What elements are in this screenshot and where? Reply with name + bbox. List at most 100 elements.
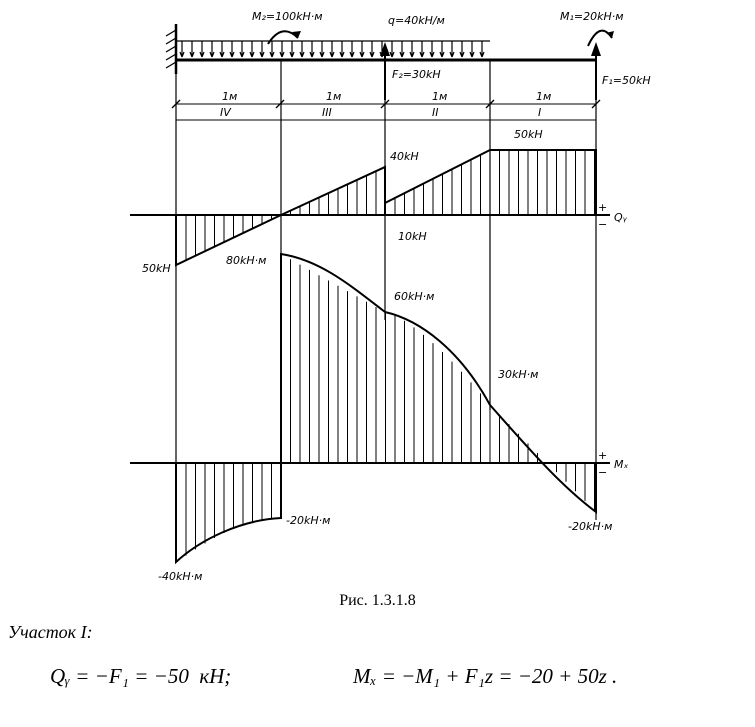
load-arrow-tip [199,51,203,58]
load-arrow-tip [279,51,283,58]
load-arrow-tip [311,51,315,58]
load-arrow-tip [361,51,365,58]
m-label-neg20-right: -20kH·м [568,520,612,533]
load-arrow-tip [209,51,213,58]
load-arrow-tip [481,51,485,58]
load-arrow-tip [189,51,193,58]
load-arrow-tip [351,51,355,58]
load-arrow-tip [321,51,325,58]
load-arrow-tip [271,51,275,58]
m-curve [175,252,597,565]
segment-number-4: I [538,106,541,119]
load-arrow-tip [239,51,243,58]
segment-length-4: 1м [536,90,551,103]
load-arrow-tip [251,51,255,58]
q-curve [175,149,597,267]
force-f2-arrowhead [380,42,390,56]
load-arrow-tip [249,51,253,58]
figure-caption: Рис. 1.3.1.8 [339,592,416,609]
load-arrow-tip [231,51,235,58]
load-arrow-tip [319,51,323,58]
label-m1: M₁=20kH·м [560,10,624,23]
m-label-60: 60kH·м [394,290,434,303]
load-arrow-tip [461,51,465,58]
load-arrow-tip [221,51,225,58]
load-arrow-tip [201,51,205,58]
load-arrow-tip [411,51,415,58]
label-f1: F₁=50kH [602,74,651,87]
load-arrow-tip [289,51,293,58]
load-arrow-tip [449,51,453,58]
segment-length-2: 1м [326,90,341,103]
load-arrow-tip [219,51,223,58]
m-axis-label: Mₓ [614,458,628,471]
segment-length-3: 1м [432,90,447,103]
segment-number-3: II [432,106,439,119]
segment-number-2: III [322,106,332,119]
load-arrow-tip [359,51,363,58]
load-arrow-tip [211,51,215,58]
load-arrow-tip [341,51,345,58]
m-label-neg40: -40kH·м [158,570,202,583]
label-m2: M₂=100kH·м [252,10,323,23]
load-arrow-tip [451,51,455,58]
load-arrow-tip [349,51,353,58]
load-arrow-tip [401,51,405,58]
load-arrow-tip [421,51,425,58]
load-arrow-tip [399,51,403,58]
load-arrow-tip [299,51,303,58]
m-sign-minus: − [598,466,607,479]
load-arrow-tip [241,51,245,58]
segment-length-1: 1м [222,90,237,103]
dimension-line [176,103,596,121]
load-arrow-tip [261,51,265,58]
m-sign-plus: + [598,449,607,462]
fixed-support [165,24,178,74]
label-f2: F₂=30kH [392,68,441,81]
load-arrow-tip [471,51,475,58]
q-label-50-bottom: 50kH [142,262,171,275]
load-arrow-tip [191,51,195,58]
load-arrow-tip [301,51,305,58]
q-label-50-top: 50kH [514,128,543,141]
load-arrow-tip [269,51,273,58]
load-arrow-tip [431,51,435,58]
q-axis-label: Qᵧ [614,211,628,224]
q-sign-minus: − [598,218,607,231]
load-arrow-tip [259,51,263,58]
moment-m2-arrow [267,30,299,45]
load-arrow-tip [281,51,285,58]
load-arrow-tip [459,51,463,58]
load-arrow-tip [179,51,183,58]
force-f1-arrowhead [591,42,601,56]
segment-number-1: IV [220,106,232,119]
load-arrow-tip [371,51,375,58]
moment-m2-arrowhead [292,31,301,38]
beam-diagram: M₂=100kH·м q=40kH/м M₁=20kH·м F₂=30kH F₁… [130,10,651,583]
load-arrow-tip [409,51,413,58]
load-arrow-tip [439,51,443,58]
load-arrow-tip [339,51,343,58]
m-label-neg20-left: -20kH·м [286,514,330,527]
q-label-40: 40kH [390,150,419,163]
load-arrow-tip [441,51,445,58]
m-label-30: 30kH·м [498,368,538,381]
load-arrow-tip [291,51,295,58]
q-diagram: 40kH 50kH 10kH 50kH + − Qᵧ [130,128,628,275]
load-arrow-tip [309,51,313,58]
load-arrow-tip [429,51,433,58]
load-arrow-tip [181,51,185,58]
m-diagram: 80kH·м 60kH·м 30kH·м -20kH·м -40kH·м -20… [130,252,628,583]
q-sign-plus: + [598,201,607,214]
load-arrow-tip [389,51,393,58]
moment-equation: Mₓ = −M₁ + F₁z = −20 + 50z . [353,664,618,688]
load-arrow-tip [331,51,335,58]
m-label-80: 80kH·м [226,254,266,267]
load-arrow-tip [229,51,233,58]
moment-m1-arrowhead [606,31,614,38]
q-label-10: 10kH [398,230,427,243]
section-title: Участок I: [8,622,93,642]
load-arrow-tip [419,51,423,58]
label-q: q=40kH/м [388,14,445,27]
load-arrow-tip [469,51,473,58]
